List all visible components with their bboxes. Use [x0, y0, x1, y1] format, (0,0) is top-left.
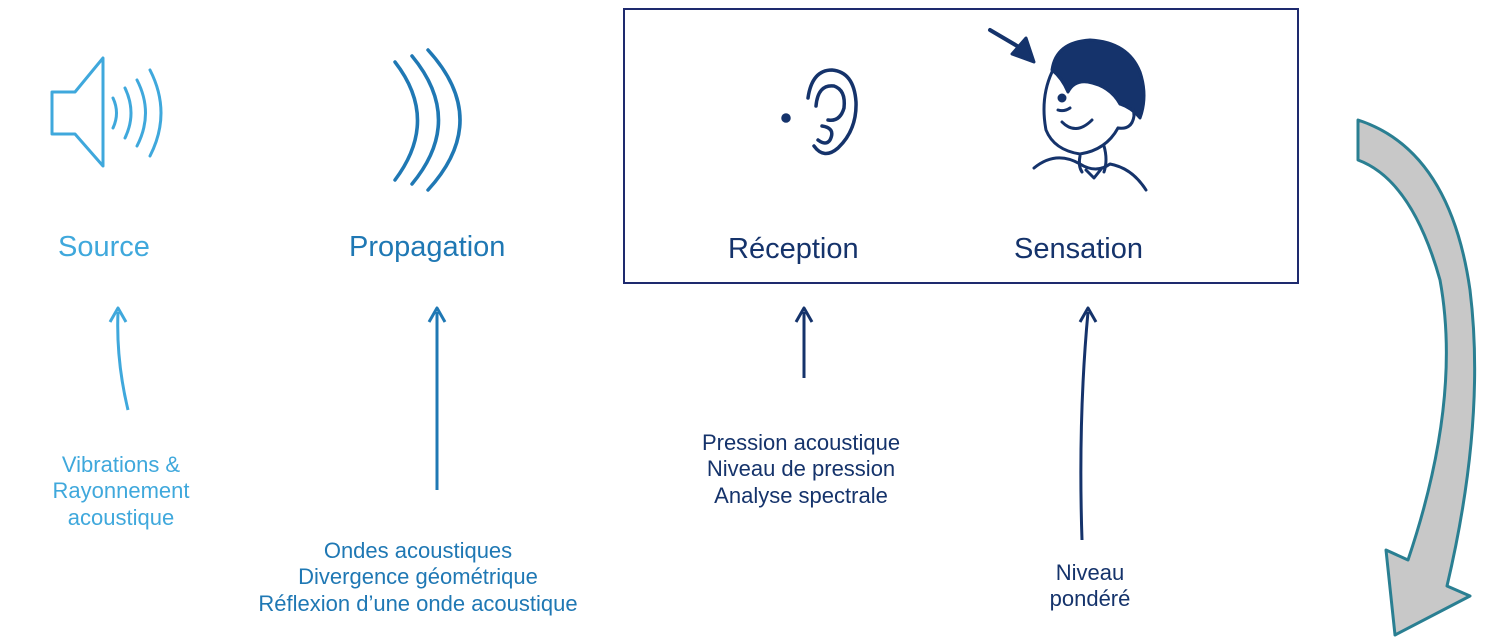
propagation-desc-line-1: Ondes acoustiques [323, 538, 513, 563]
source-title: Source [58, 231, 150, 263]
source-arrow [108, 306, 130, 411]
reception-desc-line-2: Niveau de pression [706, 456, 896, 482]
propagation-arrow [427, 306, 447, 490]
source-description: Vibrations & Rayonnement acoustique [0, 452, 242, 531]
sensation-description: Niveau pondéré [1000, 560, 1180, 613]
source-desc-line-1: Vibrations & [61, 452, 181, 477]
reception-arrow [794, 306, 814, 378]
propagation-desc-line-3: Réflexion d’une onde acoustique [258, 590, 578, 616]
sensation-title: Sensation [1014, 233, 1143, 265]
source-desc-line-2: Rayonnement [52, 478, 190, 504]
perception-box [623, 8, 1299, 284]
propagation-description: Ondes acoustiques Divergence géométrique… [200, 538, 636, 617]
cycle-arrow [1356, 118, 1477, 637]
propagation-title: Propagation [349, 231, 506, 263]
reception-desc-line-3: Analyse spectrale [714, 482, 888, 508]
reception-title: Réception [728, 233, 859, 265]
sensation-desc-line-1: Niveau [1055, 560, 1125, 585]
propagation-desc-line-2: Divergence géométrique [298, 564, 538, 590]
source-desc-line-3: acoustique [67, 504, 175, 530]
reception-description: Pression acoustique Niveau de pression A… [640, 430, 962, 509]
sound-waves-icon [393, 48, 462, 192]
person-head-icon [988, 28, 1148, 192]
ear-icon [781, 68, 858, 156]
sensation-arrow [1078, 306, 1098, 541]
speaker-icon [50, 56, 163, 168]
sensation-desc-line-2: pondéré [1049, 586, 1131, 612]
reception-desc-line-1: Pression acoustique [701, 430, 901, 455]
